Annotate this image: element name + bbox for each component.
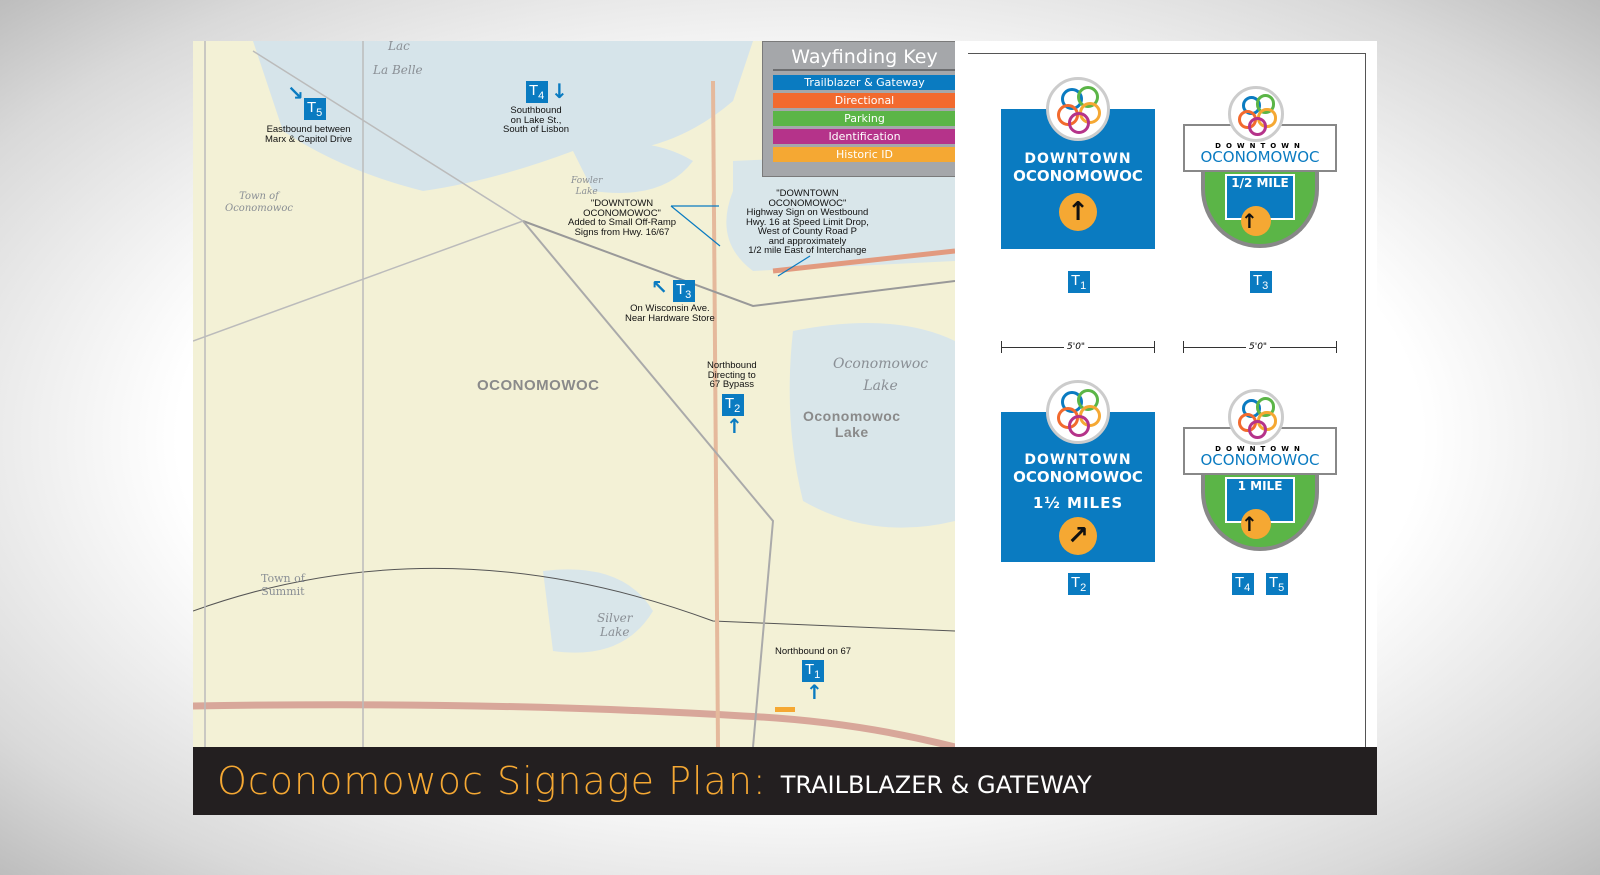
key-parking: Parking <box>773 111 955 126</box>
page-title: Oconomowoc Signage Plan: <box>217 759 767 803</box>
arrow-down-icon: ↓ <box>551 79 568 103</box>
ring-mark <box>1247 420 1267 440</box>
sign-line2: OCONOMOWOC <box>1200 148 1320 166</box>
marker-t3[interactable]: T3 <box>673 280 695 302</box>
sign-distance: 1½ MILES <box>1032 494 1124 512</box>
sign-line1: DOWNTOWN <box>1215 445 1305 453</box>
sign-tag-t2: T2 <box>1068 573 1090 595</box>
place-label: Oconomowoc Lake <box>833 356 929 395</box>
page-subtitle: TRAILBLAZER & GATEWAY <box>780 771 1092 799</box>
dimension-line: 5'0" <box>1183 341 1337 353</box>
callout-highway-sign: "DOWNTOWN OCONOMOWOC" Highway Sign on We… <box>746 188 869 256</box>
arrow-nw-icon: ↖ <box>651 275 668 299</box>
wayfinding-key: Wayfinding Key Trailblazer & Gateway Dir… <box>762 41 955 177</box>
key-identification: Identification <box>773 129 955 144</box>
rings-logo-icon <box>1046 380 1110 444</box>
arrow-up-icon: ↑ <box>806 680 823 704</box>
signage-plan-card: Lac La Belle Town of Oconomowoc OCONOMOW… <box>193 41 1377 815</box>
place-label: Oconomowoc Lake <box>803 408 901 440</box>
key-historic-id: Historic ID <box>773 147 955 162</box>
sign-line1: DOWNTOWN <box>1215 142 1305 150</box>
sign-line2: OCONOMOWOC <box>1200 451 1320 469</box>
key-trailblazer: Trailblazer & Gateway <box>773 75 955 90</box>
sign-line2: OCONOMOWOC <box>1013 167 1143 185</box>
city-label: OCONOMOWOC <box>477 377 600 394</box>
arrow-up-icon: ↑ <box>1059 193 1097 231</box>
sign-tag-t4: T4 <box>1232 573 1254 595</box>
marker-note: Eastbound between Marx & Capitol Drive <box>265 124 353 145</box>
place-label: Fowler Lake <box>571 176 603 197</box>
place-label: La Belle <box>373 63 423 77</box>
callout-off-ramp: "DOWNTOWN OCONOMOWOC" Added to Small Off… <box>568 198 677 238</box>
place-label: Silver Lake <box>597 611 633 640</box>
rings-logo-icon <box>1228 86 1284 142</box>
marker-note: Southbound on Lake St., South of Lisbon <box>503 105 570 135</box>
arrow-se-icon: ↘ <box>287 81 304 105</box>
marker-note: On Wisconsin Ave. Near Hardware Store <box>625 303 715 324</box>
sign-tag-t5: T5 <box>1266 573 1288 595</box>
sign-designs-panel: DOWNTOWN OCONOMOWOC ↑ T1 1/2 MILE ↑ DOWN… <box>968 53 1366 747</box>
ring-mark <box>1247 117 1267 137</box>
dimension-line: 5'0" <box>1001 341 1155 353</box>
marker-t5[interactable]: T5 <box>304 98 326 120</box>
arrow-ne-icon: ↗ <box>1059 517 1097 555</box>
arrow-up-icon: ↑ <box>1241 509 1271 539</box>
key-directional: Directional <box>773 93 955 108</box>
place-label: Lac <box>388 41 410 53</box>
sign-tag-t1: T1 <box>1068 271 1090 293</box>
ring-mark <box>1068 415 1090 437</box>
marker-note: Northbound on 67 <box>775 646 852 657</box>
marker-t4[interactable]: T4 <box>526 81 548 103</box>
sign-line2: OCONOMOWOC <box>1013 468 1143 486</box>
marker-t1[interactable]: T1 <box>802 660 824 682</box>
ring-mark <box>1068 112 1090 134</box>
sign-line1: DOWNTOWN <box>1024 452 1132 468</box>
sign-line1: DOWNTOWN <box>1024 151 1132 167</box>
rings-logo-icon <box>1046 77 1110 141</box>
arrow-up-icon: ↑ <box>1241 206 1271 236</box>
sign-t3: 1/2 MILE ↑ DOWNTOWN OCONOMOWOC <box>1183 84 1337 248</box>
place-label: Town of Summit <box>261 572 305 599</box>
sign-t2: DOWNTOWN OCONOMOWOC 1½ MILES ↗ <box>1001 380 1155 562</box>
arrow-up-icon: ↑ <box>726 414 743 438</box>
sign-t1: DOWNTOWN OCONOMOWOC ↑ <box>1001 77 1155 249</box>
marker-note: Northbound Directing to 67 Bypass <box>707 360 757 390</box>
sign-tag-t3: T3 <box>1250 271 1272 293</box>
map[interactable]: Lac La Belle Town of Oconomowoc OCONOMOW… <box>193 41 955 747</box>
key-title: Wayfinding Key <box>773 46 955 71</box>
place-label: Town of Oconomowoc <box>225 191 293 214</box>
marker-t2[interactable]: T2 <box>722 394 744 416</box>
sign-t4-t5: 1 MILE ↑ DOWNTOWN OCONOMOWOC <box>1183 387 1337 551</box>
title-banner: Oconomowoc Signage Plan: TRAILBLAZER & G… <box>193 747 1377 815</box>
rings-logo-icon <box>1228 389 1284 445</box>
